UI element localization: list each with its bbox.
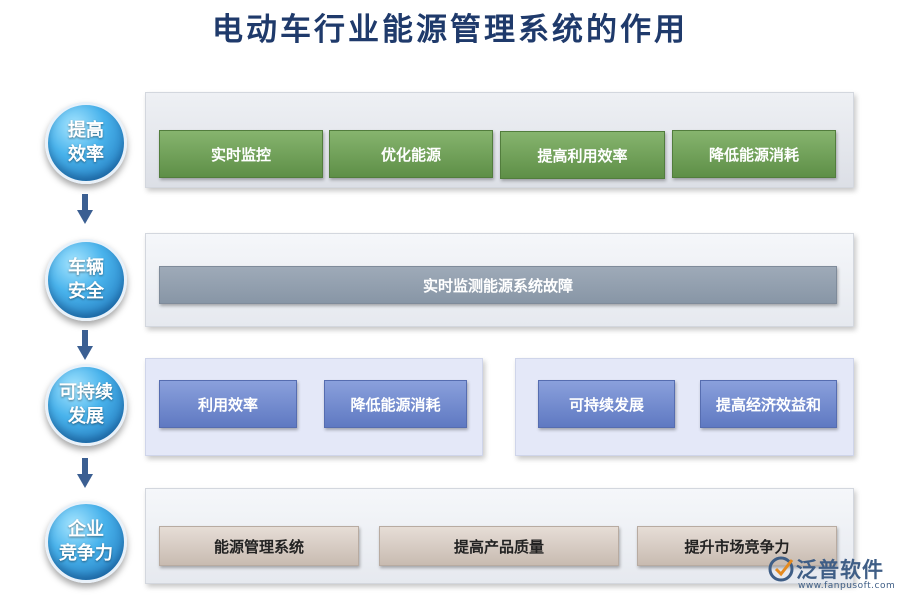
row1-box: 优化能源 <box>329 130 493 178</box>
page-title: 电动车行业能源管理系统的作用 <box>212 12 688 48</box>
row2-box: 实时监测能源系统故障 <box>159 266 837 304</box>
logo-url: www.fanpusoft.com <box>798 581 896 591</box>
stage-sustainability: 可持续 发展 <box>45 364 127 446</box>
stage-efficiency: 提高 效率 <box>45 102 127 184</box>
stage-vehicle-safety: 车辆 安全 <box>45 239 127 321</box>
stage-sustainability-label: 可持续 发展 <box>59 382 113 427</box>
row3-box: 利用效率 <box>159 380 297 428</box>
row4-box: 能源管理系统 <box>159 526 359 566</box>
stage-competitiveness: 企业 竞争力 <box>45 501 127 583</box>
brand-logo: 泛普软件 www.fanpusoft.com <box>768 554 896 594</box>
arrow-down-icon <box>77 194 93 224</box>
row1-box: 提高利用效率 <box>500 131 665 179</box>
arrow-down-icon <box>77 330 93 360</box>
row3-box: 降低能源消耗 <box>324 380 467 428</box>
logo-name: 泛普软件 <box>796 558 884 582</box>
row1-box: 降低能源消耗 <box>672 130 836 178</box>
fanpu-logo-icon <box>768 556 794 582</box>
stage-competitiveness-label: 企业 竞争力 <box>59 519 113 564</box>
row1-box: 实时监控 <box>159 130 323 178</box>
row4-box: 提高产品质量 <box>379 526 619 566</box>
arrow-down-icon <box>77 458 93 488</box>
stage-vehicle-safety-label: 车辆 安全 <box>68 257 104 302</box>
row3-box: 提高经济效益和 <box>700 380 837 428</box>
row4-box: 提升市场竞争力 <box>637 526 837 566</box>
row3-box: 可持续发展 <box>538 380 675 428</box>
stage-efficiency-label: 提高 效率 <box>68 120 104 165</box>
